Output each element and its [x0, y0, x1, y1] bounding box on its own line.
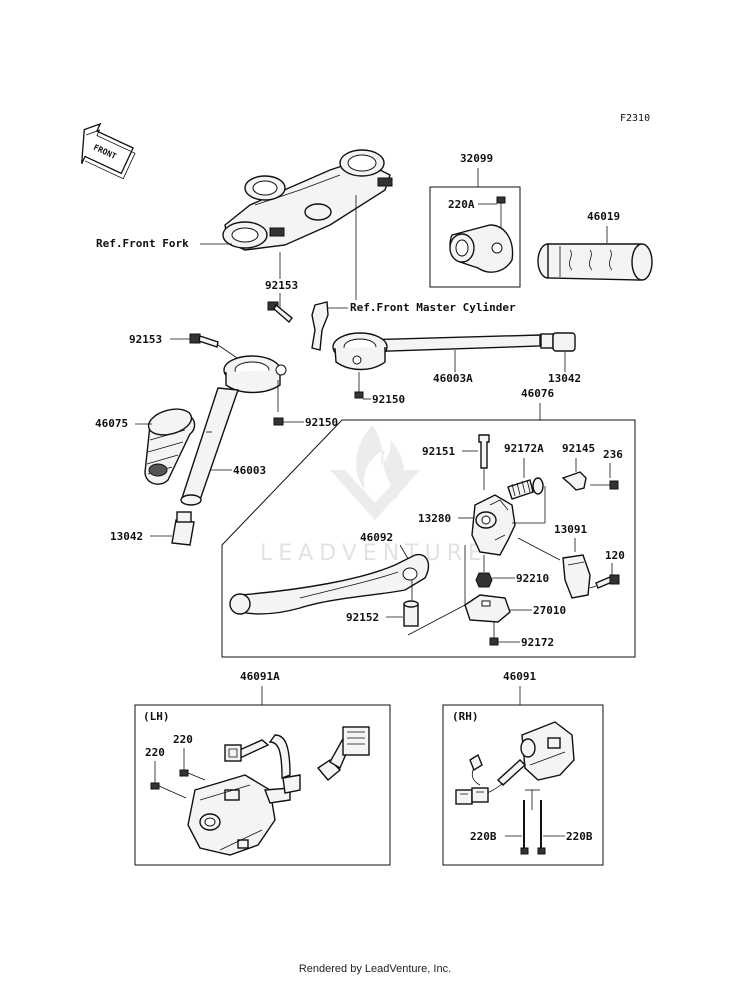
lever-assembly-box: [221, 419, 636, 658]
label-13091: 13091: [554, 523, 587, 536]
label-92210: 92210: [516, 572, 549, 585]
screw-92150-upper: [354, 372, 364, 399]
label-13042a: 13042: [548, 372, 581, 385]
bar-end-13042-right: [540, 332, 576, 352]
footer-credit: Rendered by LeadVenture, Inc.: [298, 963, 452, 975]
brake-lever-46092: [229, 553, 430, 615]
label-13280: 13280: [418, 512, 451, 525]
label-92153a: 92153: [265, 279, 298, 292]
handlebar-46003: [180, 355, 287, 506]
bolt-92151: [478, 434, 490, 469]
bar-end-13042-left: [171, 511, 195, 546]
screw-220B-right: [537, 800, 546, 855]
label-220a: 220: [173, 733, 193, 746]
label-92153b: 92153: [129, 333, 162, 346]
front-arrow-icon: FRONT: [80, 122, 136, 180]
label-13042b: 13042: [110, 530, 143, 543]
watermark: LEADVENTURE: [260, 425, 488, 566]
label-220B-left: 220B: [470, 830, 497, 843]
pivot-collar-92152: [403, 600, 419, 627]
label-220A: 220A: [448, 198, 475, 211]
label-92151: 92151: [422, 445, 455, 458]
label-ref-master-cylinder: Ref.Front Master Cylinder: [350, 301, 516, 314]
screw-220B-left: [520, 800, 529, 855]
clamp-13091: [562, 554, 591, 599]
lever-holder-13280: [471, 494, 516, 556]
screw-220-lower: [150, 782, 187, 799]
spring-92145: [561, 471, 587, 491]
rh-switch-box: [442, 704, 604, 866]
bolt-120: [595, 574, 620, 589]
triple-clamp: [222, 149, 393, 251]
bolt-92153-lower: [189, 333, 219, 348]
label-92145: 92145: [562, 442, 595, 455]
label-92152: 92152: [346, 611, 379, 624]
screw-236: [590, 480, 619, 490]
label-27010: 27010: [533, 604, 566, 617]
nut-92210: [475, 572, 493, 588]
throttle-box: [429, 186, 521, 288]
watermark-text: LEADVENTURE: [260, 541, 488, 566]
label-92150b: 92150: [305, 416, 338, 429]
adjuster-92172A: [507, 477, 544, 500]
label-32099: 32099: [460, 152, 493, 165]
figure-code: F2310: [620, 113, 650, 124]
switch-27010: [464, 594, 511, 623]
label-46003A: 46003A: [433, 372, 473, 385]
label-92172A: 92172A: [504, 442, 544, 455]
rh-switch-46091: [455, 721, 575, 805]
label-rh: (RH): [452, 710, 479, 723]
label-120: 120: [605, 549, 625, 562]
label-46092: 46092: [360, 531, 393, 544]
screw-92150-lower: [273, 417, 284, 426]
bolt-92153-upper: [267, 301, 293, 324]
master-cylinder-bracket: [311, 301, 329, 351]
handlebar-46003A: [332, 332, 541, 371]
label-46003: 46003: [233, 464, 266, 477]
label-46075: 46075: [95, 417, 128, 430]
label-220b: 220: [145, 746, 165, 759]
label-220B-right: 220B: [566, 830, 593, 843]
screw-92172: [489, 622, 499, 646]
lh-switch-46091A: [187, 726, 370, 856]
label-92172: 92172: [521, 636, 554, 649]
label-46019: 46019: [587, 210, 620, 223]
grip-46019: [537, 243, 653, 281]
label-46091: 46091: [503, 670, 536, 683]
throttle-housing-32099: [449, 196, 514, 273]
label-ref-front-fork: Ref.Front Fork: [96, 237, 189, 250]
label-46091A: 46091A: [240, 670, 280, 683]
grip-46075: [144, 408, 196, 485]
label-92150a: 92150: [372, 393, 405, 406]
screw-220-upper: [179, 769, 206, 781]
label-236: 236: [603, 448, 623, 461]
lh-switch-box: [134, 704, 391, 866]
label-lh: (LH): [143, 710, 170, 723]
label-46076: 46076: [521, 387, 554, 400]
